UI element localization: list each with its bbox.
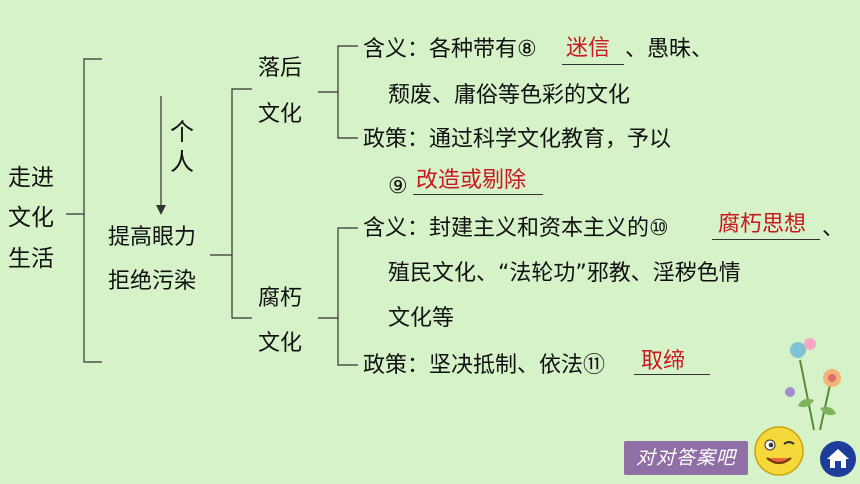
backward-culture-line-1: 落后: [258, 56, 303, 81]
mid-line-1: 提高眼力: [108, 225, 197, 250]
home-button[interactable]: [820, 441, 856, 477]
backward-meaning-suffix: 、愚昧、: [625, 37, 714, 62]
mid-line-2: 拒绝污染: [108, 269, 197, 294]
answer-9: 改造或剔除: [416, 168, 527, 193]
decadent-culture-line-2: 文化: [258, 331, 303, 356]
backward-culture-line-2: 文化: [258, 102, 303, 127]
flower-decoration-icon: [785, 338, 841, 431]
decadent-culture-line-1: 腐朽: [258, 286, 303, 311]
root-line-2: 文化: [8, 205, 54, 231]
person-label-1: 个: [170, 118, 194, 146]
blank-11-underline: [634, 374, 710, 375]
check-answers-button[interactable]: 对对答案吧: [624, 441, 748, 475]
backward-meaning-line-2: 颓废、庸俗等色彩的文化: [388, 83, 631, 108]
decadent-meaning-suffix: 、: [822, 216, 845, 241]
answer-11: 取缔: [641, 349, 686, 374]
blank-10-underline: [712, 239, 820, 240]
backward-policy-line-1: 政策：通过科学文化教育，予以: [363, 127, 672, 152]
backward-meaning-prefix: 含义：各种带有⑧: [363, 37, 537, 62]
smiley-face-icon: [754, 426, 804, 476]
decadent-meaning-line-3: 文化等: [388, 306, 455, 331]
decadent-policy-line-1: 政策：坚决抵制、依法⑪: [363, 353, 606, 378]
blank-9-underline: [413, 194, 543, 195]
blank-8-underline: [562, 64, 624, 65]
decadent-meaning-line-2: 殖民文化、“法轮功”邪教、淫秽色情: [388, 261, 741, 286]
decadent-meaning-prefix: 含义：封建主义和资本主义的⑩: [363, 216, 669, 241]
root-line-3: 生活: [8, 246, 54, 272]
home-icon: [827, 449, 849, 468]
root-line-1: 走进: [8, 165, 54, 191]
answer-10: 腐朽思想: [718, 212, 807, 237]
person-label-2: 人: [170, 148, 194, 176]
answer-8: 迷信: [566, 36, 611, 61]
circled-number-9: ⑨: [388, 174, 408, 199]
